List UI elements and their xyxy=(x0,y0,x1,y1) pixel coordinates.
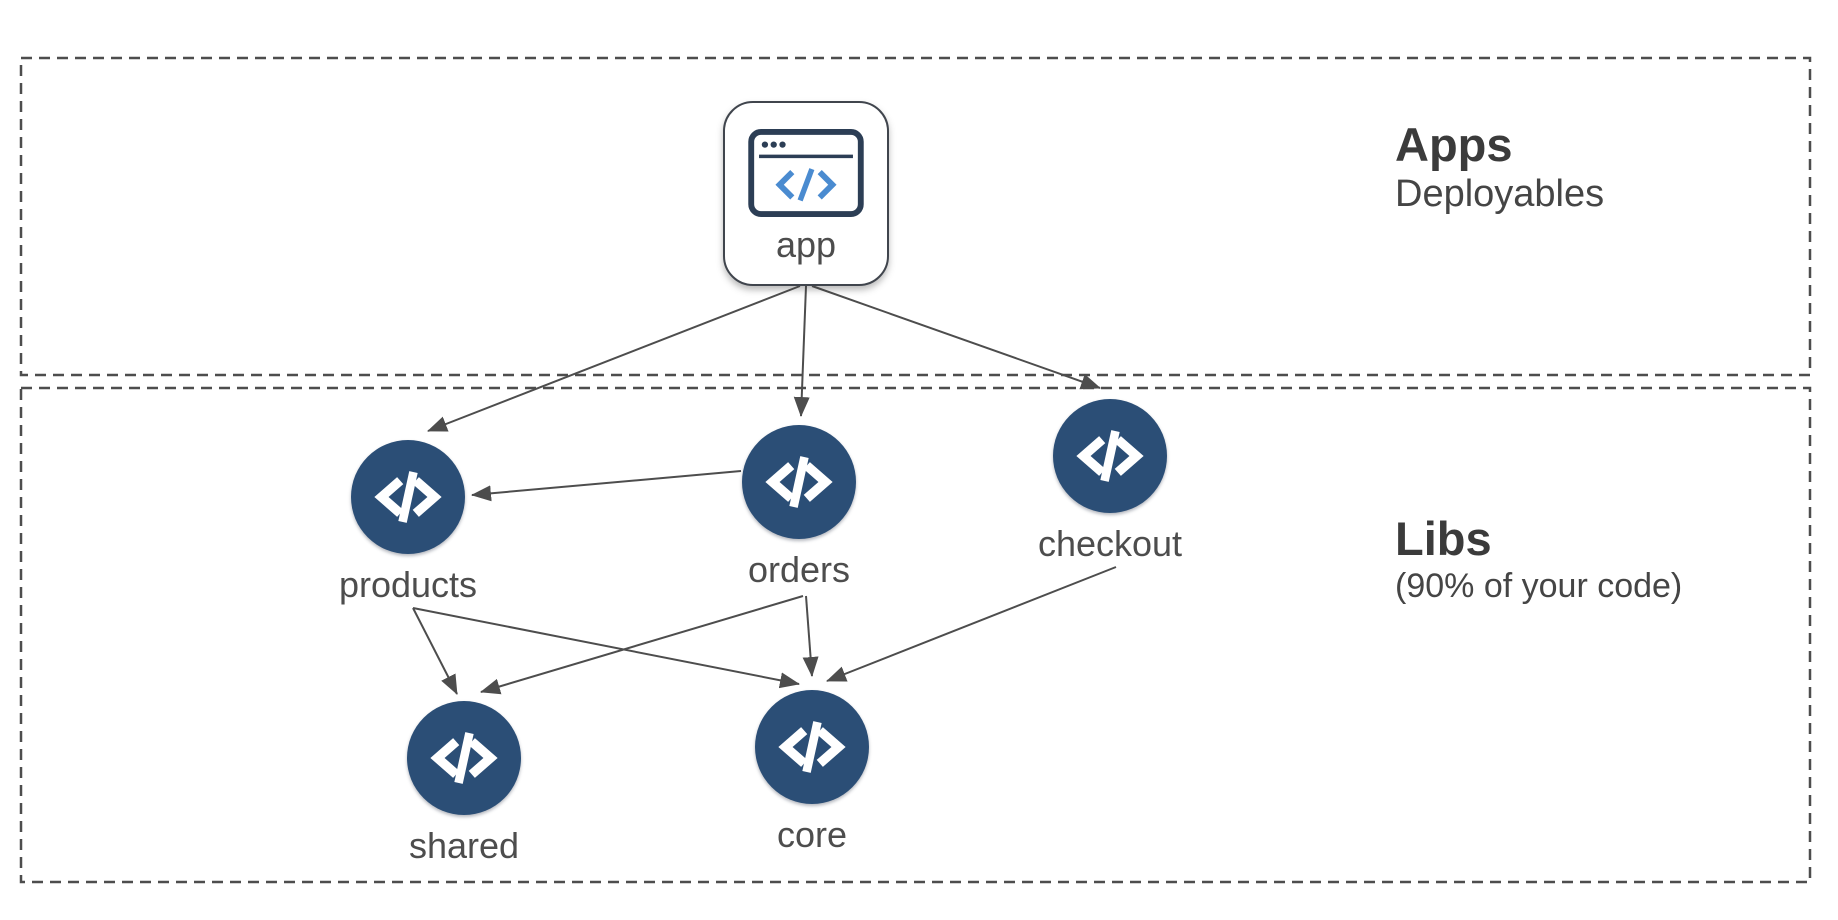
edge-products-shared xyxy=(412,607,458,695)
node-label: app xyxy=(775,224,837,265)
node-core: core xyxy=(755,690,869,855)
code-icon xyxy=(351,440,465,554)
node-app: app xyxy=(723,101,889,286)
node-label: shared xyxy=(408,825,520,866)
edge-products-core xyxy=(412,607,800,689)
edge-app-checkout xyxy=(811,285,1101,390)
apps-section-title: Apps Deployables xyxy=(1395,118,1604,218)
apps-title: Apps xyxy=(1395,118,1513,171)
edge-app-products xyxy=(427,285,801,432)
node-shared: shared xyxy=(407,701,521,866)
edge-orders-products xyxy=(471,470,742,502)
libs-section-border xyxy=(19,386,1812,884)
node-orders: orders xyxy=(742,425,856,590)
code-icon xyxy=(742,425,856,539)
libs-section-title: Libs (90% of your code) xyxy=(1395,512,1682,607)
edge-checkout-core xyxy=(826,566,1117,682)
code-icon xyxy=(1053,399,1167,513)
edge-orders-shared xyxy=(480,595,804,695)
node-label: core xyxy=(776,814,848,855)
node-label: products xyxy=(338,564,478,605)
node-checkout: checkout xyxy=(1038,399,1182,564)
browser-code-icon xyxy=(748,128,864,218)
edge-app-orders xyxy=(793,285,810,417)
node-products: products xyxy=(339,440,477,605)
code-icon xyxy=(407,701,521,815)
code-icon xyxy=(755,690,869,804)
node-label: checkout xyxy=(1037,523,1183,564)
edge-orders-core xyxy=(802,595,819,677)
libs-title: Libs xyxy=(1395,512,1492,565)
apps-subtitle: Deployables xyxy=(1395,173,1605,216)
libs-subtitle: (90% of your code) xyxy=(1395,567,1683,606)
node-label: orders xyxy=(747,549,851,590)
